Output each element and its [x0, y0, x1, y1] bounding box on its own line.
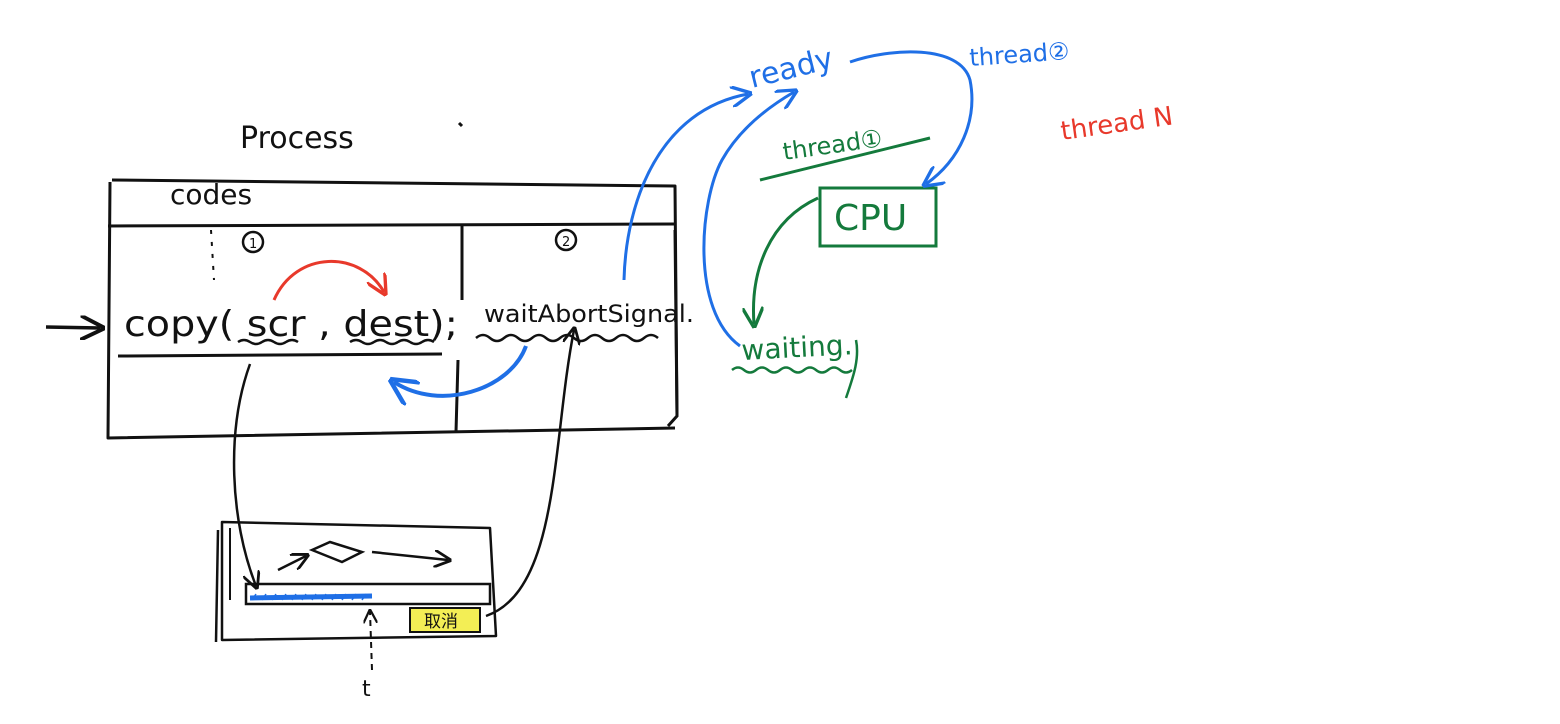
wait-call-text: waitAbortSignal. [484, 300, 694, 328]
cpu-to-waiting-arrow [754, 196, 819, 324]
progress-fill-hatch [251, 593, 367, 601]
thread1-underline [759, 136, 931, 182]
stray-dot [457, 121, 464, 128]
wait-to-ready-arrow [622, 94, 748, 281]
cancel-button[interactable]: 取消 [424, 612, 458, 632]
waiting-tail [844, 339, 859, 399]
time-marker-arrow [370, 612, 372, 671]
progress-fill [249, 593, 373, 601]
thread1-label: thread① [781, 124, 884, 166]
process-label: Process [240, 121, 354, 156]
threadN-label: thread N [1059, 102, 1175, 147]
progress-bar [244, 582, 492, 606]
code-ellipsis [210, 229, 215, 281]
cancel-to-wait-arrow [485, 330, 574, 618]
step2-circle [554, 228, 578, 252]
time-marker-label: t [362, 677, 371, 702]
scr-to-dest-arrow [272, 259, 384, 301]
file-icon [308, 540, 366, 564]
ready-label: ready [745, 41, 836, 96]
copy-call-text: copy( scr , dest); [124, 304, 458, 345]
header-divider [107, 222, 677, 228]
right-wall [666, 229, 679, 428]
progress-dialog: 取消 t [214, 520, 498, 702]
copy-anim-arrow-right [371, 552, 448, 560]
cpu-box [818, 186, 938, 248]
copy-anim-arrow-left [277, 556, 306, 572]
dialog-frame [214, 520, 498, 643]
wait-underline [475, 333, 659, 343]
copy-to-dialog-arrow [232, 363, 256, 586]
thread-states: ready thread② thread N thread① CPU waiti… [622, 37, 1175, 399]
waiting-to-ready-arrow [702, 92, 794, 348]
entry-arrow [45, 327, 100, 328]
cpu-label: CPU [834, 198, 907, 239]
wait-to-copy-arrow [394, 345, 528, 396]
waiting-label: waiting. [741, 328, 854, 367]
process-group: Process codes 1 2 copy( scr , dest); wai… [45, 121, 694, 440]
step1-label: 1 [249, 237, 257, 252]
cancel-button-bg [409, 607, 481, 633]
scr-underline [237, 338, 299, 346]
codes-label: codes [170, 178, 252, 211]
dest-underline [349, 338, 435, 346]
thread2-label: thread② [968, 37, 1070, 72]
step2-label: 2 [562, 235, 570, 250]
waiting-underline [731, 366, 853, 374]
ready-to-thread2-arrow [849, 50, 974, 184]
copy-line-underline [117, 352, 443, 358]
step1-circle [241, 230, 265, 254]
